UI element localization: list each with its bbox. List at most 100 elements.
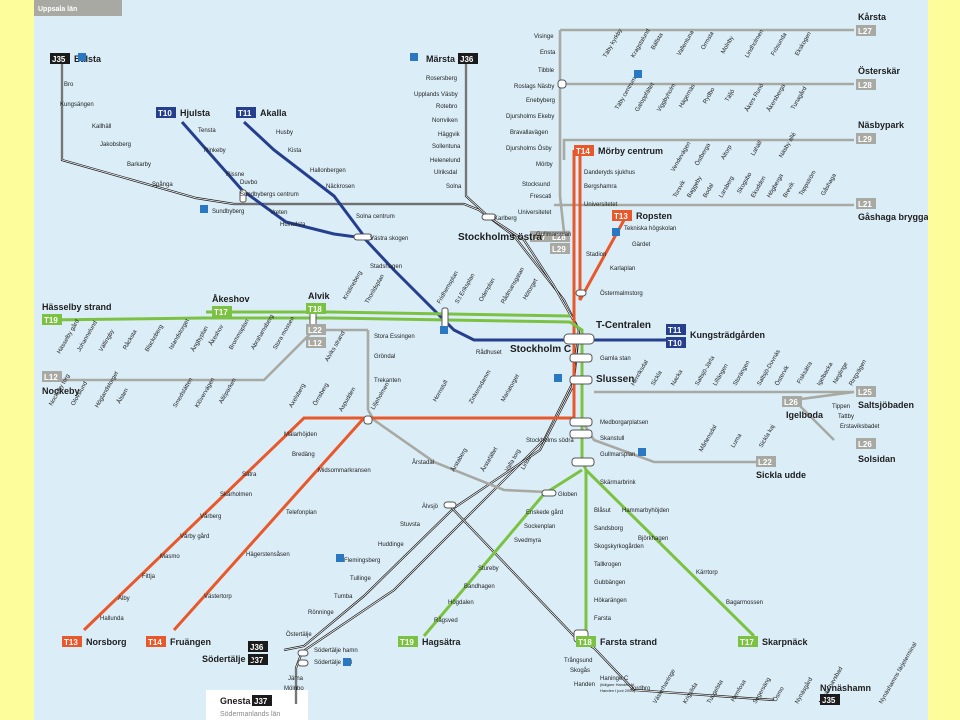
hub-label: Karlberg [494, 216, 517, 222]
station-label-jordbro: Jordbro [630, 686, 651, 692]
line-tag-J36-south: J36 [248, 641, 268, 652]
svg-text:L22: L22 [758, 458, 772, 467]
station-label-alby: Alby [118, 596, 130, 602]
hub-label: Husby [276, 130, 293, 136]
svg-text:T10: T10 [158, 109, 172, 118]
station-label-bjorkhagen: Björkhagen [638, 536, 668, 542]
light-rail-gray [44, 28, 855, 464]
info-icon [78, 53, 646, 666]
line-tag-T17-south: T17 [738, 636, 758, 647]
line-tag-J35-north: J35 [50, 53, 70, 64]
station-label-stadion: Stadion [586, 252, 606, 258]
station-label-bergshamra: Bergshamra [584, 184, 617, 190]
line-tag-L29-mid: L29 [550, 243, 570, 254]
region-label-south: Södermanlands län [220, 711, 280, 718]
station-label-ronninge: Rönninge [308, 610, 334, 616]
station-label-handen: Handen [574, 682, 595, 688]
terminus-label: Skarpnäck [762, 637, 809, 647]
svg-text:T13: T13 [64, 638, 78, 647]
line-tag-J35-south: J35 [820, 694, 840, 705]
station-label-barkarby: Barkarby [127, 162, 151, 168]
svg-text:J36: J36 [460, 55, 474, 64]
hub-label: Södertälje hamn [314, 648, 358, 654]
line-tag-J36-north: J36 [458, 53, 478, 64]
terminus-label: Gåshaga brygga [858, 212, 928, 222]
line-tag-T19-south: T19 [398, 636, 418, 647]
station-label-stadshagen: Stadshagen [370, 264, 402, 270]
line-tag-L29: L29 [856, 133, 876, 144]
station-label-masmo: Masmo [160, 554, 180, 560]
line-tag-L21: L21 [856, 198, 876, 209]
terminus-label: Hässelby strand [42, 302, 112, 312]
station-label-karlaplan: Karlaplan [610, 266, 635, 272]
line-tag-T14-north: T14 [574, 145, 594, 156]
station-label-visinge: Visinge [534, 34, 554, 40]
station-label-skarmarbrink: Skärmarbrink [600, 480, 637, 486]
hub-label: Kista [288, 148, 302, 154]
igelboda-label: Igelboda [786, 410, 824, 420]
station-label-haggvik: Häggvik [438, 132, 461, 138]
station-label-hogdalen: Högdalen [448, 600, 474, 606]
station-label-ulriksdal: Ulriksdal [434, 170, 457, 176]
station-label-enskede-gard: Enskede gård [526, 509, 563, 516]
terminus-label: Fruängen [170, 637, 211, 647]
station-label-kallhall: Kallhäll [92, 124, 111, 130]
station-label-skogas: Skogås [570, 667, 590, 674]
line-tag-L26-end: L26 [856, 438, 876, 449]
line-tag-L12-west: L12 [306, 337, 326, 348]
station-label-tumba: Tumba [334, 594, 353, 600]
station-label-svedmyra: Svedmyra [514, 538, 542, 544]
station-label-risne: Rissne [226, 172, 245, 178]
station-label-bredang: Bredäng [292, 452, 315, 458]
line-tag-T11-east: T11 [666, 324, 686, 335]
line-tag-T13-south: T13 [62, 636, 82, 647]
station-label-universitetet-t: Universitetet [584, 202, 618, 208]
station-label-djursholms-ekeby: Djursholms Ekeby [506, 114, 554, 120]
svg-text:J37: J37 [250, 656, 264, 665]
terminus-label: Saltsjöbaden [858, 400, 914, 410]
svg-text:T11: T11 [238, 109, 252, 118]
terminus-label: Nockeby [42, 386, 80, 396]
station-label-bagarmossen: Bagarmossen [726, 600, 763, 606]
commuter-rail [60, 58, 775, 704]
station-label-jarna: Järna [288, 676, 304, 682]
station-label-grondal: Gröndal [374, 354, 395, 360]
svg-text:T14: T14 [576, 147, 590, 156]
terminus-label-kungstradgarden: Kungsträdgården [690, 330, 765, 340]
station-label-hallonbergen: Hallonbergen [310, 168, 346, 174]
line-tag-J37-gnesta: J37 [252, 695, 272, 706]
hub-label: Rådhuset [476, 349, 502, 356]
terminus-label: Södertälje C [202, 654, 255, 664]
line-tag-L22-east: L22 [756, 456, 776, 467]
station-label-roslags-nasby: Roslags Näsby [514, 84, 554, 90]
station-label-varberg: Vårberg [200, 513, 221, 520]
line-tag-L12: L12 [42, 371, 62, 382]
station-label-ensta: Ensta [540, 50, 556, 56]
terminus-label: Solsidan [858, 454, 896, 464]
station-label-sockenplan: Sockenplan [524, 524, 555, 530]
hub-label-gullmarsplan: Gullmarsplan [600, 452, 635, 458]
terminus-label: Hjulsta [180, 108, 211, 118]
hub-label: Södertälje syd [314, 660, 352, 666]
interchanges [239, 79, 595, 667]
station-label-danderyds: Danderyds sjukhus [584, 170, 635, 176]
terminus-label: Bålsta [74, 54, 102, 64]
station-label-universitetet: Universitetet [518, 210, 552, 216]
line-tag-T17-west: T17 [212, 306, 232, 317]
hub-label: Medborgarplatsen [600, 420, 648, 426]
svg-text:L28: L28 [858, 81, 872, 90]
station-label-helenelund: Helenelund [430, 158, 460, 164]
hub-slussen: Slussen [596, 374, 634, 385]
station-label-varby-gard: Vårby gård [180, 533, 209, 540]
station-label-tullinge: Tullinge [350, 576, 371, 582]
note-haninge-note1: (tidigare Handen fd [600, 682, 634, 687]
blue-lines [180, 120, 666, 342]
station-label-hagerstensasen: Hägerstensåsen [246, 551, 290, 558]
terminus-label: Nynäshamn [820, 683, 871, 693]
svg-text:T19: T19 [44, 316, 58, 325]
line-tag-J37-south: J37 [248, 654, 268, 665]
svg-text:L12: L12 [44, 373, 58, 382]
note-haninge: Haninge C [600, 676, 629, 682]
station-label-vastertorp: Västertorp [204, 594, 232, 600]
line-tag-T10-east: T10 [666, 337, 686, 348]
